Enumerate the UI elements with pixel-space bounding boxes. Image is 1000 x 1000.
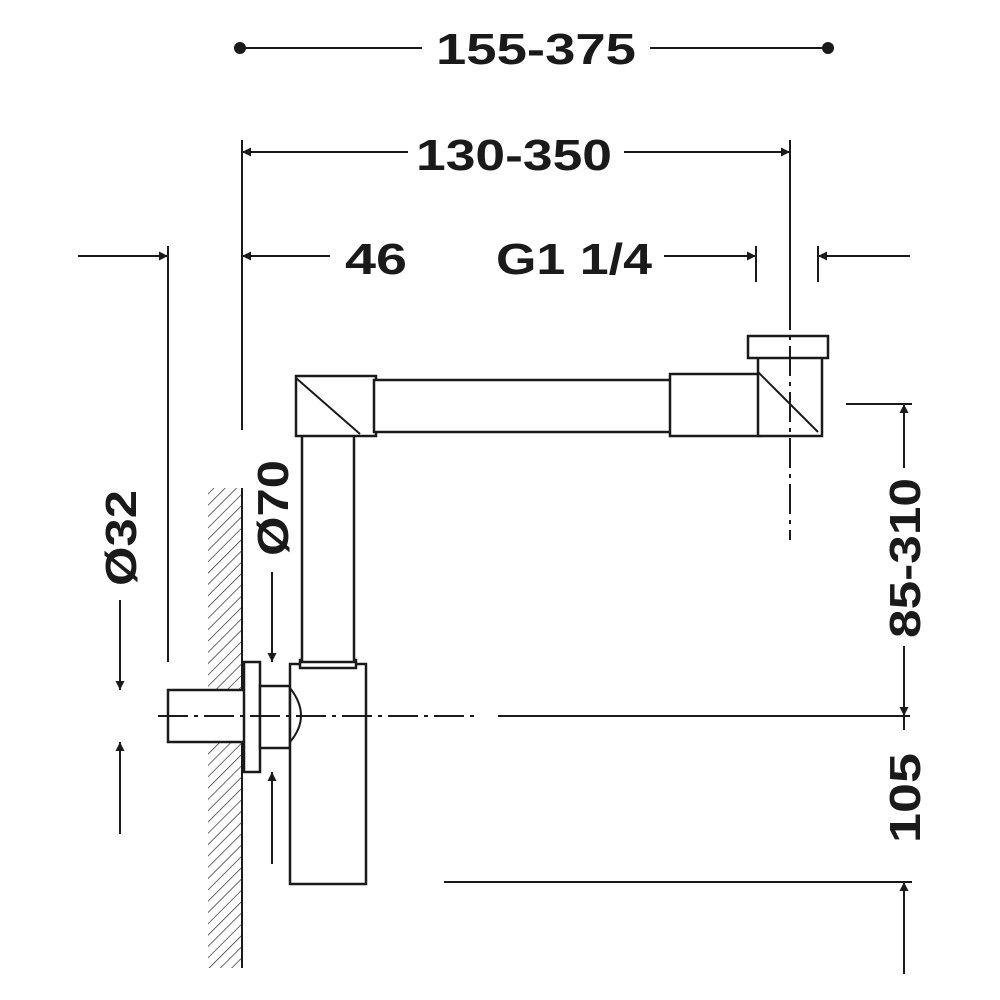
extension-lines [167,140,912,883]
outlet-diameter-label: Ø32 [97,490,146,586]
overall-width-label: 155-375 [436,25,636,74]
dim-height-range: 85-310 [881,404,930,716]
dim-thread: G1 1/4 [496,235,910,284]
thread-label: G1 1/4 [496,235,653,284]
height-range-label: 85-310 [881,478,930,638]
dim-body-diameter: Ø70 [249,460,298,864]
elbow-fitting [294,374,378,438]
dim-bottom-height: 105 [881,716,930,974]
vertical-pipe [300,432,356,664]
dim-outlet-length: 130-350 [242,131,790,180]
center-lines [158,300,910,717]
horizontal-pipe [372,378,674,434]
dim-outlet-diameter: Ø32 [97,490,146,834]
outlet-nut [746,334,830,360]
body-diameter-label: Ø70 [249,460,298,556]
outlet-length-label: 130-350 [416,131,612,180]
wall-offset-label: 46 [345,235,407,284]
telescopic-sleeve [668,372,762,438]
bottom-height-label: 105 [881,753,930,843]
bottle-trap [166,334,830,886]
dim-overall-width: 155-375 [234,25,834,74]
dim-wall-offset: 46 [78,235,407,284]
trap-body [288,662,368,886]
